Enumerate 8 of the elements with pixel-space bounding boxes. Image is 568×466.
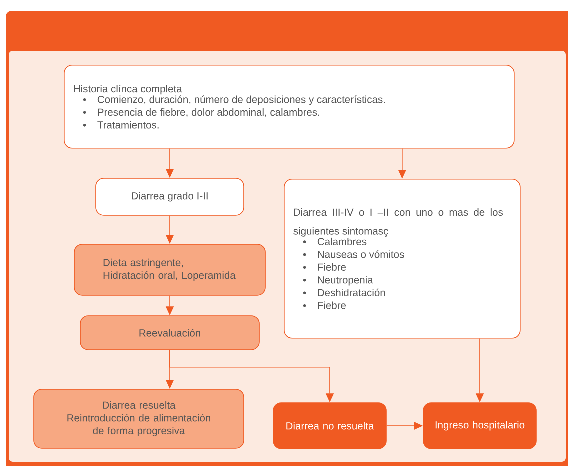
process-box: Reevaluación bbox=[80, 316, 260, 350]
process-box: Diarrea resuelta Reintroducción de alimentación de forma progresiva bbox=[34, 389, 244, 449]
text-box: Historia clínca completa Comienzo, duración, número de deposiciones y características. Presencia de fiebre, dolor abdominal, calambres. Tratamientos. bbox=[64, 65, 515, 149]
process-box: Diarrea grado I-II bbox=[96, 178, 244, 216]
outcome-box: Diarrea no resuelta bbox=[273, 402, 387, 450]
text-box: Diarrea III-IV o I –II con uno o mas de los siguientes sintomasç Calambres Nauseas o vómitos Fiebre Neutropenia Deshidratación Fiebre bbox=[284, 178, 521, 339]
outcome-box: Ingreso hospitalario bbox=[423, 402, 537, 450]
process-box: Dieta astringente, Hidratación oral, Loperamida bbox=[74, 244, 266, 296]
